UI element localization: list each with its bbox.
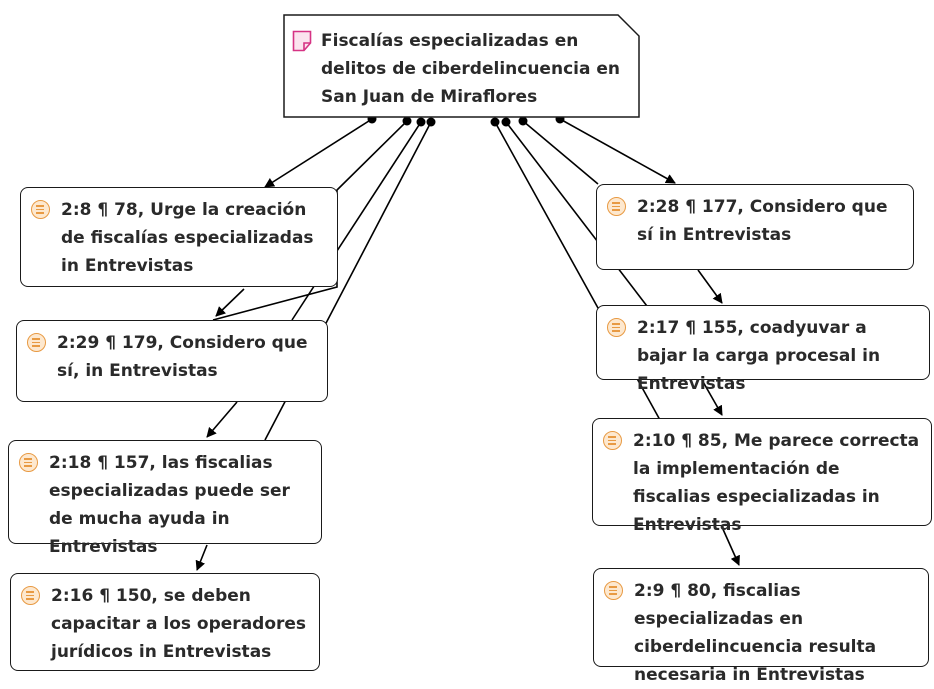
quotation-icon <box>31 200 50 219</box>
quotation-node-2-29[interactable]: 2:29 ¶ 179, Considero que sí, in Entrevi… <box>16 320 328 402</box>
quotation-node-2-28[interactable]: 2:28 ¶ 177, Considero que sí in Entrevis… <box>596 184 914 270</box>
quotation-node-2-18[interactable]: 2:18 ¶ 157, las fiscalias especializadas… <box>8 440 322 557</box>
quotation-node-2-9[interactable]: 2:9 ¶ 80, fiscalias especializadas en ci… <box>593 568 929 685</box>
root-document-label: Fiscalías especializadas en delitos de c… <box>321 31 620 107</box>
quotation-label: 2:29 ¶ 179, Considero que sí, in Entrevi… <box>57 333 308 381</box>
quotation-icon <box>604 581 623 600</box>
quotation-node-2-17[interactable]: 2:17 ¶ 155, coadyuvar a bajar la carga p… <box>596 305 930 394</box>
document-icon <box>292 30 312 52</box>
quotation-label: 2:9 ¶ 80, fiscalias especializadas en ci… <box>634 581 877 685</box>
quotation-label: 2:28 ¶ 177, Considero que sí in Entrevis… <box>637 197 888 245</box>
quotation-node-2-8[interactable]: 2:8 ¶ 78, Urge la creación de fiscalías … <box>20 187 338 287</box>
quotation-icon <box>607 197 626 216</box>
quotation-icon <box>19 453 38 472</box>
document-node-shape <box>283 14 640 118</box>
quotation-label: 2:18 ¶ 157, las fiscalias especializadas… <box>49 453 290 557</box>
quotation-label: 2:17 ¶ 155, coadyuvar a bajar la carga p… <box>637 318 881 394</box>
quotation-icon <box>27 333 46 352</box>
link-root-n1[interactable] <box>264 114 377 188</box>
quotation-label: 2:8 ¶ 78, Urge la creación de fiscalías … <box>31 196 327 280</box>
link-root-n5[interactable] <box>555 114 676 184</box>
quotation-node-2-10[interactable]: 2:10 ¶ 85, Me parece correcta la impleme… <box>592 418 932 535</box>
root-document-node[interactable]: Fiscalías especializadas en delitos de c… <box>283 14 640 118</box>
quotation-icon <box>21 586 40 605</box>
quotation-node-2-16[interactable]: 2:16 ¶ 150, se deben capacitar a los ope… <box>10 573 320 671</box>
quotation-label: 2:16 ¶ 150, se deben capacitar a los ope… <box>51 586 307 662</box>
quotation-label: 2:10 ¶ 85, Me parece correcta la impleme… <box>633 431 920 535</box>
quotation-icon <box>603 431 622 450</box>
quotation-icon <box>607 318 626 337</box>
